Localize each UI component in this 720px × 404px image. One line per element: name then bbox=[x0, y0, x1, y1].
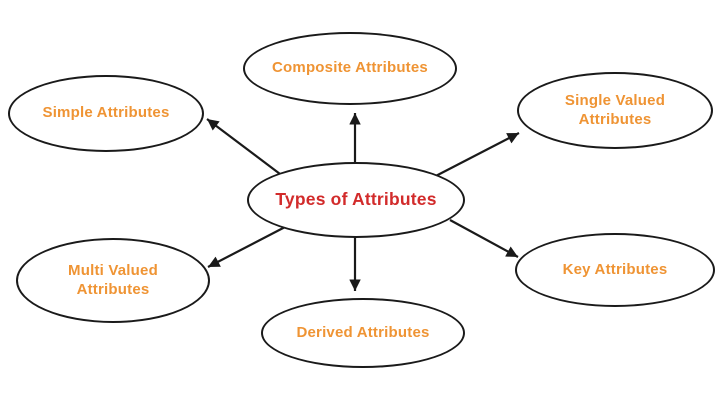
arrow-to-multi-valued-attributes-icon bbox=[207, 225, 288, 268]
node-types-of-attributes: Types of Attributes bbox=[247, 162, 465, 238]
node-derived-attributes-label: Derived Attributes bbox=[296, 323, 430, 341]
node-derived-attributes: Derived Attributes bbox=[261, 298, 465, 368]
node-multi-valued-attributes-label: Multi Valued Attributes bbox=[68, 261, 158, 298]
node-multi-valued-attributes: Multi Valued Attributes bbox=[16, 238, 210, 323]
node-single-valued-attributes: Single Valued Attributes bbox=[517, 72, 713, 149]
node-single-valued-attributes-label: Single Valued Attributes bbox=[564, 91, 666, 128]
node-key-attributes-label: Key Attributes bbox=[562, 260, 668, 278]
node-composite-attributes-label: Composite Attributes bbox=[272, 59, 428, 77]
arrow-to-key-attributes-icon bbox=[449, 219, 519, 258]
arrow-to-single-valued-attributes-icon bbox=[427, 132, 520, 181]
node-types-of-attributes-label: Types of Attributes bbox=[275, 189, 437, 210]
node-simple-attributes-label: Simple Attributes bbox=[42, 104, 170, 122]
node-composite-attributes: Composite Attributes bbox=[243, 32, 457, 105]
node-simple-attributes: Simple Attributes bbox=[8, 75, 204, 152]
arrow-to-simple-attributes-icon bbox=[206, 118, 285, 178]
node-key-attributes: Key Attributes bbox=[515, 233, 715, 307]
